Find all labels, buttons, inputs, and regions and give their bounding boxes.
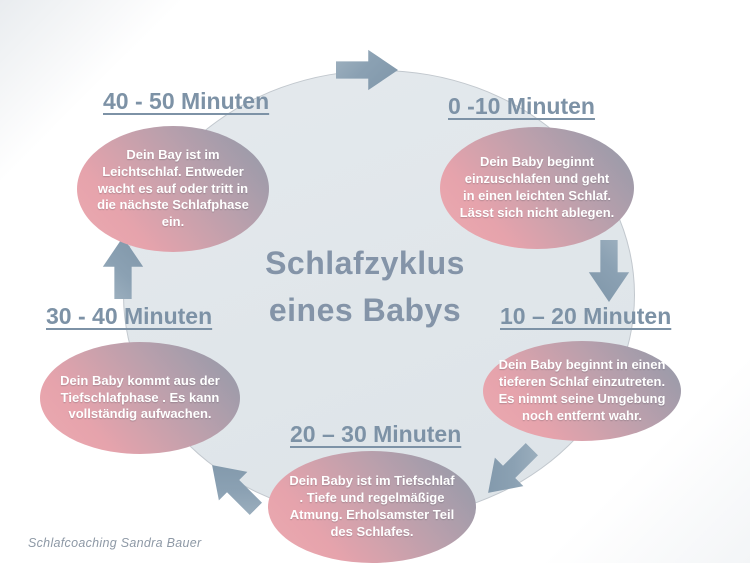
stage-bubble-40-50: Dein Bay ist im Leichtschlaf. Entweder w… [77, 126, 269, 252]
stage-bubble-20-30: Dein Baby ist im Tiefschlaf . Tiefe und … [268, 451, 476, 563]
time-label-20-30: 20 – 30 Minuten [290, 421, 462, 447]
time-label-0-10: 0 -10 Minuten [448, 93, 595, 119]
stage-description-40-50: Dein Bay ist im Leichtschlaf. Entweder w… [97, 146, 249, 230]
diagram-title-line2: eines Babys [268, 292, 462, 328]
stage-bubble-0-10: Dein Baby beginnt einzuschlafen und geht… [440, 127, 634, 249]
diagram-title-line1: Schlafzyklus [265, 245, 465, 281]
time-label-10-20: 10 – 20 Minuten [500, 303, 672, 329]
time-label-40-50: 40 - 50 Minuten [103, 88, 270, 114]
time-label-30-40: 30 - 40 Minuten [46, 303, 213, 329]
stage-description-0-10: Dein Baby beginnt einzuschlafen und geht… [459, 154, 615, 220]
stage-bubble-10-20: Dein Baby beginnt in einen tieferen Schl… [483, 341, 681, 441]
stage-description-10-20: Dein Baby beginnt in einen tieferen Schl… [498, 357, 666, 423]
stage-description-30-40: Dein Baby kommt aus der Tiefschlafphase … [60, 372, 220, 422]
diagram-title: Schlafzyklus eines Babys [240, 240, 490, 334]
footer-credit: Schlafcoaching Sandra Bauer [28, 536, 202, 550]
stage-description-20-30: Dein Baby ist im Tiefschlaf . Tiefe und … [289, 473, 455, 539]
stage-bubble-30-40: Dein Baby kommt aus der Tiefschlafphase … [40, 342, 240, 454]
